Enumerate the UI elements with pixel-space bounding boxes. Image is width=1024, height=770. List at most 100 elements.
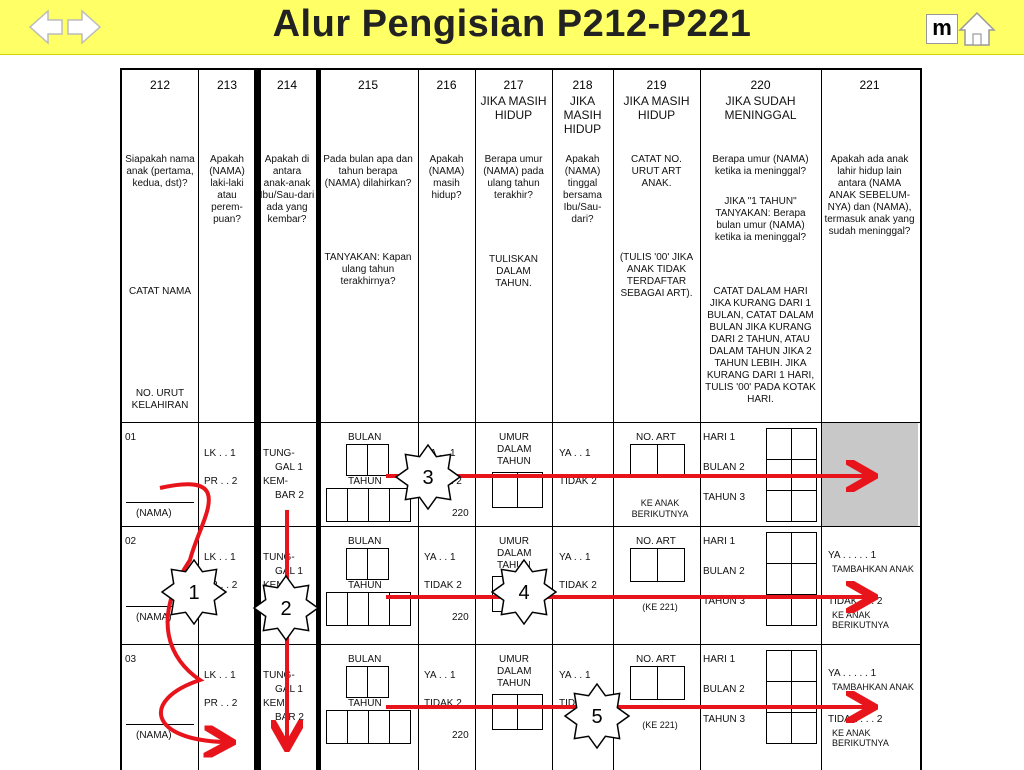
column-question: Pada bulan apa dan tahun berapa (NAMA) d…: [323, 154, 413, 189]
arrow-left-icon[interactable]: [28, 8, 64, 46]
death-box[interactable]: [791, 594, 817, 626]
age-label: TAHUN: [497, 560, 531, 571]
death-box[interactable]: [791, 712, 817, 744]
flow-step-badge: [252, 574, 320, 642]
twin-label: KEM-: [263, 476, 288, 487]
column-number: 220: [750, 78, 771, 92]
q221-note: KE ANAK BERIKUTNYA: [832, 610, 889, 630]
arrow-right-icon[interactable]: [66, 8, 102, 46]
alive-option[interactable]: TIDAK 2: [424, 580, 462, 591]
live-with-option[interactable]: YA . . 1: [559, 552, 591, 563]
death-unit-option[interactable]: BULAN 2: [703, 462, 745, 473]
art-label: NO. ART: [636, 536, 676, 547]
column-number: 217: [503, 78, 524, 92]
month-box[interactable]: [367, 444, 389, 476]
age-label: DALAM: [497, 666, 532, 677]
art-box[interactable]: [630, 666, 658, 700]
sex-option[interactable]: LK . . 1: [204, 670, 236, 681]
q221-option[interactable]: YA . . . . . 1: [828, 668, 877, 679]
death-unit-option[interactable]: BULAN 2: [703, 684, 745, 695]
age-label: DALAM: [497, 548, 532, 559]
row-divider: [122, 422, 920, 423]
month-box[interactable]: [367, 548, 389, 580]
column-condition: JIKA MASIH HIDUP: [563, 94, 602, 136]
art-note: (KE 221): [642, 602, 678, 612]
sex-option[interactable]: PR . . 2: [204, 476, 238, 487]
column-question: Apakah (NAMA) tinggal bersama Ibu/Sau-da…: [563, 154, 602, 225]
sex-option[interactable]: LK . . 1: [204, 552, 236, 563]
alive-option[interactable]: YA . . 1: [424, 448, 456, 459]
row-divider: [122, 644, 920, 645]
art-box[interactable]: [630, 548, 658, 582]
column-number: 215: [357, 78, 379, 92]
month-box[interactable]: [367, 666, 389, 698]
alive-option[interactable]: YA . . 1: [424, 552, 456, 563]
home-icon[interactable]: [958, 10, 996, 48]
name-underline: [126, 724, 194, 725]
age-box[interactable]: [517, 694, 543, 730]
month-label: BULAN: [348, 432, 382, 443]
death-box[interactable]: [791, 650, 817, 682]
death-box[interactable]: [791, 428, 817, 460]
page-title: Alur Pengisian P212-P221: [272, 3, 752, 45]
name-field[interactable]: (NAMA): [136, 508, 172, 519]
death-box[interactable]: [766, 594, 792, 626]
live-with-option[interactable]: YA . . 1: [559, 670, 591, 681]
name-field[interactable]: (NAMA): [136, 612, 172, 623]
age-label: TAHUN: [497, 456, 531, 467]
live-with-option[interactable]: YA . . 1: [559, 448, 591, 459]
column-note: CATAT DALAM HARI JIKA KURANG DARI 1 BULA…: [705, 286, 816, 405]
flow-step-number: 3: [422, 467, 433, 489]
sex-option[interactable]: LK . . 1: [204, 448, 236, 459]
art-label: NO. ART: [636, 432, 676, 443]
sex-option[interactable]: PR . . 2: [204, 580, 238, 591]
skip-target: 220: [452, 730, 469, 741]
art-box[interactable]: [657, 548, 685, 582]
death-unit-option[interactable]: TAHUN 3: [703, 714, 746, 725]
death-unit-option[interactable]: HARI 1: [703, 536, 736, 547]
twin-label: TUNG-: [263, 552, 295, 563]
skip-target: 220: [452, 612, 469, 623]
death-unit-option[interactable]: BULAN 2: [703, 566, 745, 577]
twin-label: KEM-: [263, 698, 288, 709]
art-box[interactable]: [657, 444, 685, 478]
column-condition: JIKA MASIH HIDUP: [480, 94, 547, 122]
year-box[interactable]: [389, 710, 411, 744]
art-box[interactable]: [657, 666, 685, 700]
year-box[interactable]: [389, 592, 411, 626]
death-box[interactable]: [791, 490, 817, 522]
home-group: m: [926, 10, 998, 50]
q221-option[interactable]: YA . . . . . 1: [828, 550, 877, 561]
twin-option[interactable]: BAR 2: [275, 712, 304, 723]
flow-step-number: 1: [188, 582, 199, 604]
column-question: Apakah ada anak lahir hidup lain antara …: [824, 154, 915, 237]
column-divider: [821, 70, 822, 770]
alive-option[interactable]: TIDAK 2: [424, 698, 462, 709]
death-unit-option[interactable]: HARI 1: [703, 432, 736, 443]
column-number: 213: [216, 78, 238, 92]
flow-arrow-1: [158, 482, 224, 742]
death-unit-option[interactable]: TAHUN 3: [703, 492, 746, 503]
column-note: CATAT NAMA: [128, 286, 192, 297]
column-note: TULISKAN DALAM TAHUN.: [489, 254, 538, 289]
art-label: NO. ART: [636, 654, 676, 665]
year-label: TAHUN: [348, 698, 382, 709]
column-note: TANYAKAN: Kapan ulang tahun terakhirnya?: [324, 252, 412, 287]
column-condition: JIKA SUDAH MENINGGAL: [724, 94, 797, 122]
name-field[interactable]: (NAMA): [136, 730, 172, 741]
column-question: Apakah di antara anak-anak Ibu/Sau-dari …: [259, 154, 315, 225]
alive-option[interactable]: YA . . 1: [424, 670, 456, 681]
live-with-option[interactable]: TIDAK 2: [559, 580, 597, 591]
sex-option[interactable]: PR . . 2: [204, 698, 238, 709]
twin-label: TUNG-: [263, 670, 295, 681]
art-note: (KE 221): [642, 720, 678, 730]
flow-step-badge: [563, 682, 631, 750]
death-unit-option[interactable]: TAHUN 3: [703, 596, 746, 607]
death-unit-option[interactable]: HARI 1: [703, 654, 736, 665]
live-with-option[interactable]: TIDAK 2: [559, 476, 597, 487]
twin-option[interactable]: BAR 2: [275, 490, 304, 501]
death-box[interactable]: [766, 563, 792, 595]
column-question: Berapa umur (NAMA) pada ulang tahun tera…: [483, 154, 544, 201]
twin-option[interactable]: GAL 1: [275, 462, 303, 473]
death-box[interactable]: [766, 428, 792, 460]
